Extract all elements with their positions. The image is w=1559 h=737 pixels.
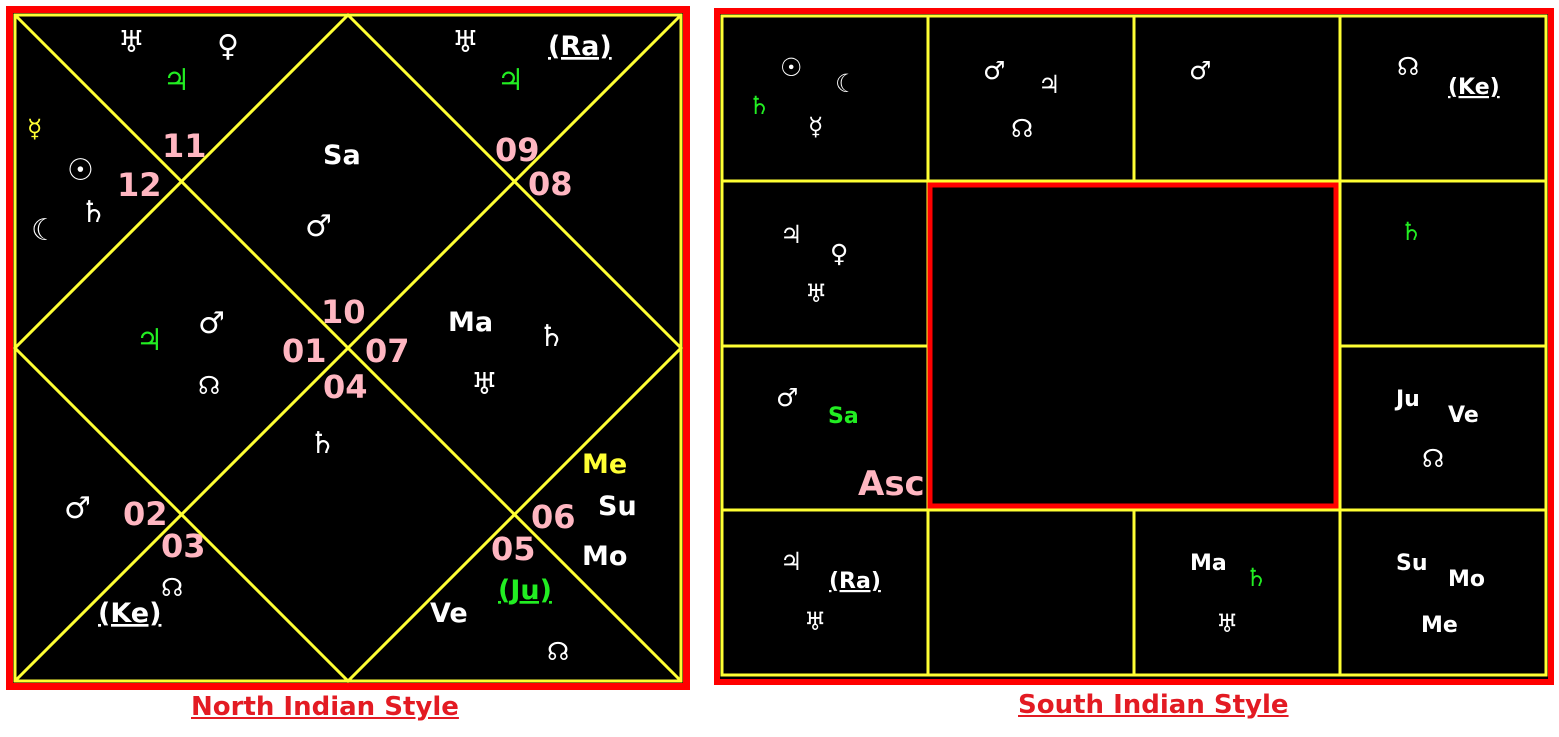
node-icon: ☊ bbox=[1397, 52, 1419, 81]
planet-label-ke: (Ke) bbox=[1448, 75, 1500, 100]
house-number-05: 05 bbox=[491, 530, 536, 568]
planet-label-sa: Sa bbox=[828, 404, 859, 429]
venus-icon: ♀ bbox=[830, 239, 848, 268]
planet-label-su: Su bbox=[1396, 551, 1428, 576]
node-icon: ☊ bbox=[1011, 114, 1033, 143]
node-icon: ☊ bbox=[547, 637, 569, 666]
planet-label-ma: Ma bbox=[448, 307, 493, 338]
uranus-icon: ♅ bbox=[471, 367, 498, 402]
mars-icon: ♂ bbox=[983, 56, 1005, 85]
mars-icon: ♂ bbox=[305, 209, 332, 244]
saturn-icon: ♄ bbox=[80, 195, 107, 230]
house-number-11: 11 bbox=[162, 127, 207, 165]
uranus-icon: ♅ bbox=[804, 607, 826, 636]
house-number-06: 06 bbox=[531, 498, 576, 536]
house-number-12: 12 bbox=[117, 166, 162, 204]
mercury-icon: ☿ bbox=[808, 112, 823, 141]
planet-label-ra: (Ra) bbox=[829, 569, 881, 594]
planet-label-mo: Mo bbox=[582, 541, 627, 572]
planet-label-su: Su bbox=[598, 491, 637, 522]
saturn-icon: ♄ bbox=[1400, 217, 1422, 246]
planet-label-ju: (Ju) bbox=[498, 575, 552, 606]
house-number-07: 07 bbox=[365, 332, 410, 370]
south-indian-chart: ☉ ☾ ♄ ☿ ♂ ♃ ☊ ♂ ☊ (Ke) ♃ ♀ ♅ ♄ ♂ Sa Asc … bbox=[714, 8, 1554, 685]
planet-label-ra: (Ra) bbox=[548, 31, 612, 62]
node-icon: ☊ bbox=[1422, 444, 1444, 473]
north-indian-caption: North Indian Style bbox=[191, 692, 459, 722]
sun-icon: ☉ bbox=[780, 53, 802, 82]
uranus-icon: ♅ bbox=[118, 25, 145, 60]
saturn-icon: ♄ bbox=[1245, 563, 1267, 592]
north-inner-diamond bbox=[12, 12, 684, 684]
planet-label-mo: Mo bbox=[1448, 567, 1485, 592]
sun-icon: ☉ bbox=[67, 153, 94, 188]
ascendant-label: Asc bbox=[858, 464, 925, 504]
venus-icon: ♀ bbox=[217, 29, 239, 64]
north-indian-chart: 11 12 09 08 10 01 07 04 02 03 06 05 ♅ ♀ … bbox=[6, 6, 690, 690]
planet-label-me: Me bbox=[582, 449, 627, 480]
mercury-icon: ☿ bbox=[27, 114, 42, 143]
jupiter-icon: ♃ bbox=[163, 63, 190, 98]
house-number-10: 10 bbox=[321, 293, 366, 331]
mars-icon: ♂ bbox=[198, 306, 225, 341]
jupiter-icon: ♃ bbox=[136, 323, 163, 358]
mars-icon: ♂ bbox=[64, 491, 91, 526]
moon-icon: ☾ bbox=[835, 69, 857, 98]
uranus-icon: ♅ bbox=[1216, 609, 1238, 638]
house-number-04: 04 bbox=[323, 368, 368, 406]
jupiter-icon: ♃ bbox=[780, 220, 802, 249]
jupiter-icon: ♃ bbox=[1038, 70, 1060, 99]
mars-icon: ♂ bbox=[1189, 56, 1211, 85]
uranus-icon: ♅ bbox=[805, 279, 827, 308]
saturn-icon: ♄ bbox=[748, 91, 770, 120]
planet-label-ve: Ve bbox=[430, 598, 468, 629]
planet-label-ju: Ju bbox=[1394, 387, 1420, 412]
south-center-box bbox=[927, 182, 1339, 509]
saturn-icon: ♄ bbox=[538, 319, 565, 354]
node-icon: ☊ bbox=[198, 371, 220, 400]
node-icon: ☊ bbox=[161, 573, 183, 602]
house-number-01: 01 bbox=[282, 332, 327, 370]
jupiter-icon: ♃ bbox=[780, 547, 802, 576]
north-chart-lines bbox=[12, 12, 684, 684]
moon-icon: ☾ bbox=[31, 213, 58, 248]
north-diagonal-2 bbox=[13, 13, 683, 683]
jupiter-icon: ♃ bbox=[497, 63, 524, 98]
planet-label-sa: Sa bbox=[323, 140, 361, 171]
mars-icon: ♂ bbox=[776, 383, 798, 412]
uranus-icon: ♅ bbox=[452, 25, 479, 60]
south-indian-caption: South Indian Style bbox=[1018, 690, 1289, 720]
planet-label-ke: (Ke) bbox=[98, 598, 161, 629]
house-number-08: 08 bbox=[528, 165, 573, 203]
planet-label-me: Me bbox=[1421, 613, 1458, 638]
planet-label-ve: Ve bbox=[1448, 403, 1479, 428]
saturn-icon: ♄ bbox=[309, 426, 336, 461]
house-number-09: 09 bbox=[495, 131, 540, 169]
house-number-02: 02 bbox=[123, 495, 168, 533]
planet-label-ma: Ma bbox=[1190, 551, 1227, 576]
house-number-03: 03 bbox=[161, 527, 206, 565]
